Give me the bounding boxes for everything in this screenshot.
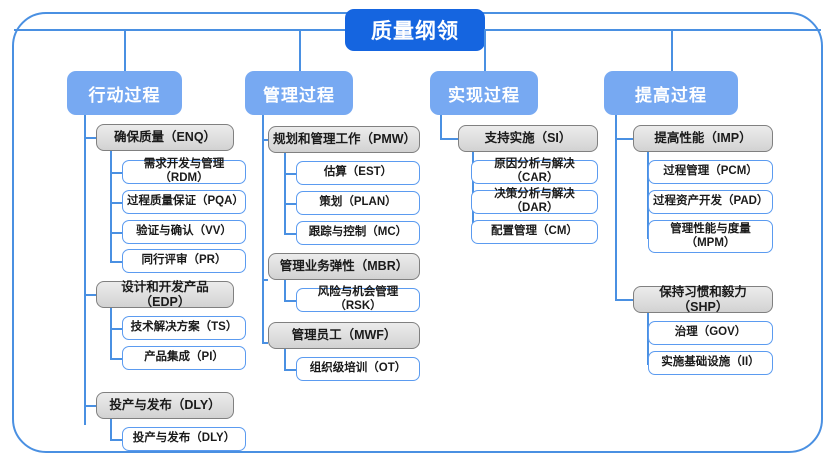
connector-stub [284, 300, 296, 302]
group-spine [284, 153, 286, 234]
leaf-node[interactable]: 管理性能与度量 （MPM） [648, 220, 773, 253]
connector-stub [84, 137, 96, 139]
header-drop-1 [124, 29, 126, 71]
connector-stub [110, 202, 122, 204]
connector-stub [110, 328, 122, 330]
group-spine [110, 308, 112, 359]
leaf-node[interactable]: 估算（EST） [296, 161, 420, 185]
leaf-node[interactable]: 技术解决方案（TS） [122, 316, 246, 340]
group-node[interactable]: 提高性能（IMP） [633, 125, 773, 152]
column-spine-2 [262, 115, 264, 343]
header-drop-4 [671, 29, 673, 71]
group-spine [110, 151, 112, 261]
group-node[interactable]: 投产与发布（DLY） [96, 392, 234, 419]
connector-stub [110, 358, 122, 360]
column-spine-4 [615, 115, 617, 300]
connector-stub [262, 279, 268, 281]
connector-stub [615, 299, 633, 301]
column-header-3[interactable]: 提高过程 [604, 71, 738, 115]
connector-stub [284, 233, 296, 235]
leaf-node[interactable]: 决策分析与解决（DAR） [471, 188, 598, 214]
group-node[interactable]: 确保质量（ENQ） [96, 124, 234, 151]
root-title-badge[interactable]: 质量纲领 [345, 9, 485, 51]
connector-stub [84, 294, 96, 296]
leaf-node[interactable]: 治理（GOV） [648, 321, 773, 345]
connector-stub [262, 139, 268, 141]
connector-stub [84, 405, 96, 407]
leaf-node[interactable]: 验证与确认（VV） [122, 220, 246, 244]
connector-stub [110, 261, 122, 263]
leaf-node[interactable]: 实施基础设施（II） [648, 351, 773, 375]
leaf-node[interactable]: 原因分析与解决（CAR） [471, 158, 598, 184]
leaf-node[interactable]: 配置管理（CM） [471, 220, 598, 244]
leaf-node[interactable]: 组织级培训（OT） [296, 357, 420, 381]
header-drop-3 [484, 29, 486, 71]
connector-stub [262, 342, 268, 344]
connector-stub [284, 173, 296, 175]
leaf-node[interactable]: 过程管理（PCM） [648, 160, 773, 184]
group-spine [110, 419, 112, 440]
column-header-1[interactable]: 管理过程 [245, 71, 353, 115]
connector-stub [440, 138, 458, 140]
group-spine [284, 349, 286, 370]
connector-stub [284, 203, 296, 205]
connector-stub [615, 138, 633, 140]
connector-stub [284, 369, 296, 371]
leaf-node[interactable]: 产品集成（PI） [122, 346, 246, 370]
group-node[interactable]: 规划和管理工作（PMW） [268, 126, 420, 153]
connector-stub [110, 439, 122, 441]
leaf-node[interactable]: 投产与发布（DLY） [122, 427, 246, 451]
leaf-node[interactable]: 跟踪与控制（MC） [296, 221, 420, 245]
column-header-0[interactable]: 行动过程 [67, 71, 182, 115]
group-node[interactable]: 管理业务弹性（MBR） [268, 253, 420, 280]
group-node[interactable]: 设计和开发产品（EDP） [96, 280, 234, 309]
connector-stub [110, 172, 122, 174]
leaf-node[interactable]: 风险与机会管理（RSK） [296, 286, 420, 312]
group-node[interactable]: 保持习惯和毅力（SHP） [633, 285, 773, 314]
leaf-node[interactable]: 策划（PLAN） [296, 191, 420, 215]
column-spine-3 [440, 115, 442, 140]
group-spine [284, 280, 286, 301]
header-drop-2 [299, 29, 301, 71]
leaf-node[interactable]: 需求开发与管理（RDM） [122, 158, 246, 184]
group-node[interactable]: 管理员工（MWF） [268, 322, 420, 349]
group-node[interactable]: 支持实施（SI） [458, 125, 598, 152]
leaf-node[interactable]: 过程资产开发（PAD） [648, 190, 773, 214]
leaf-node[interactable]: 同行评审（PR） [122, 249, 246, 273]
column-header-2[interactable]: 实现过程 [430, 71, 538, 115]
connector-stub [110, 232, 122, 234]
column-spine-1 [84, 115, 86, 425]
leaf-node[interactable]: 过程质量保证（PQA） [122, 190, 246, 214]
